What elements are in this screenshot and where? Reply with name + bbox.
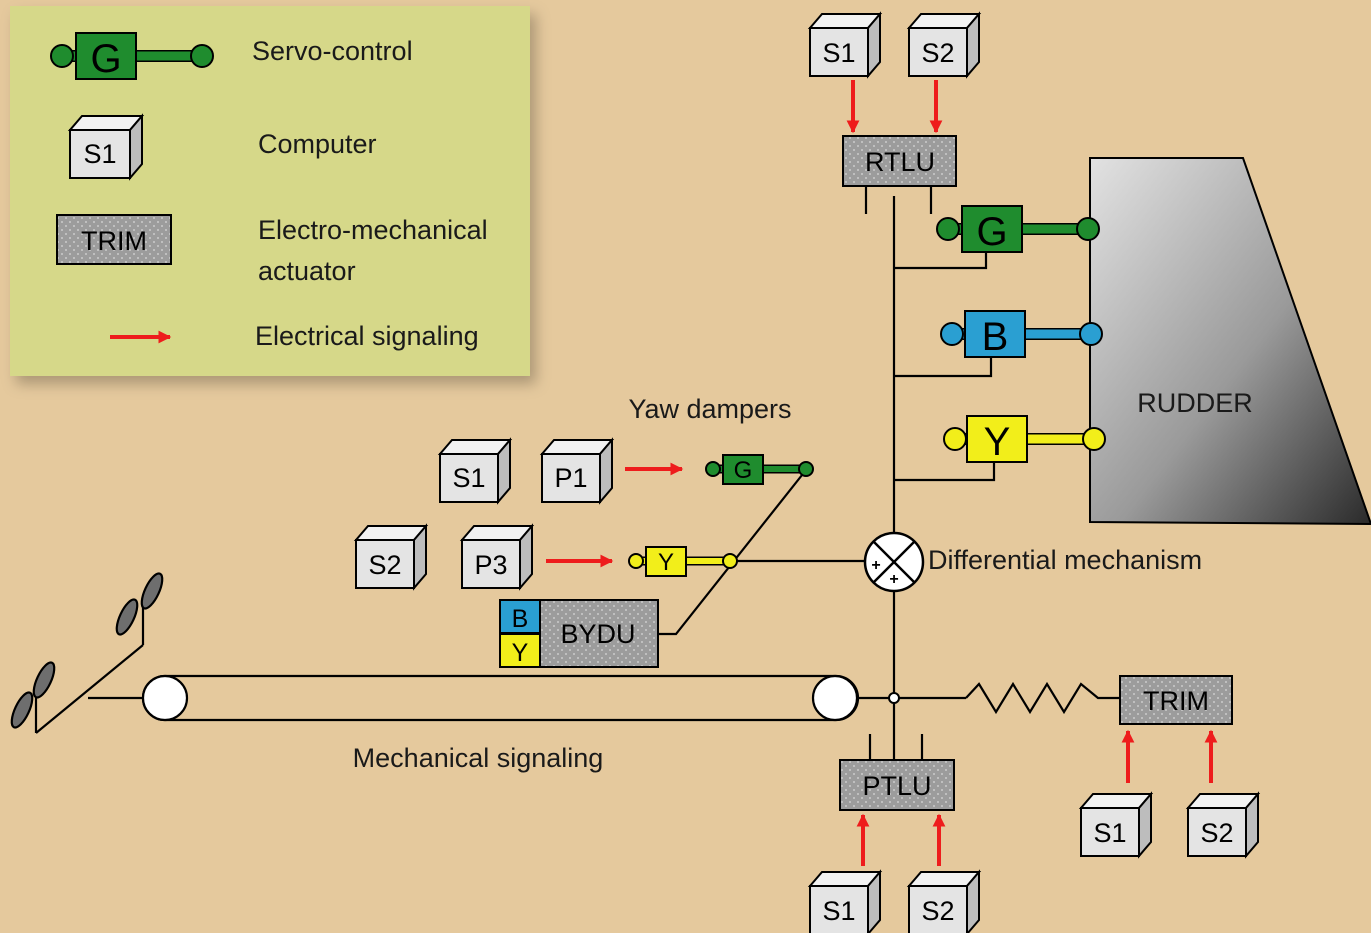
yaw-dampers-title: Yaw dampers (628, 394, 791, 424)
trim-label: TRIM (1143, 686, 1209, 716)
computer-trim-s2-label: S2 (1200, 818, 1233, 848)
linkages (658, 186, 1120, 760)
computer-yaw-s1-label: S1 (452, 463, 485, 493)
legend: G Servo-control S1 Computer TRIM Electro… (10, 6, 530, 376)
bydu-blue-tag (499, 599, 541, 634)
computer-trim-s1: S1 (1078, 791, 1154, 859)
trim-unit: TRIM (1119, 675, 1233, 725)
legend-signal-label: Electrical signaling (255, 321, 479, 351)
legend-ema-icon: TRIM (56, 214, 172, 265)
computer-yaw-s2: S2 (353, 523, 429, 591)
servo-yellow-letter: Y (984, 420, 1011, 464)
legend-ema-letter: TRIM (81, 226, 147, 256)
bydu-unit: BYDU B Y (499, 599, 659, 668)
servo-green-letter: G (976, 210, 1007, 254)
legend-ema-label-line2: actuator (258, 256, 356, 286)
mechanical-label: Mechanical signaling (353, 743, 604, 773)
computer-ptlu-s1-label: S1 (822, 896, 855, 926)
servo-yellow: Y (943, 415, 1106, 464)
computer-trim-s2: S2 (1185, 791, 1261, 859)
yellow-servo-link (894, 461, 996, 482)
svg-text:+: + (889, 571, 898, 588)
green-servo-link (894, 251, 988, 270)
computer-rtlu-s2: S2 (906, 11, 982, 79)
legend-computer-label: Computer (258, 129, 377, 159)
legend-computer-icon: S1 (67, 113, 145, 181)
computer-rtlu-s1: S1 (807, 11, 883, 79)
computer-rtlu-s1-label: S1 (822, 38, 855, 68)
computer-yaw-p3-label: P3 (474, 550, 507, 580)
cable-loop (141, 674, 860, 722)
ptlu-unit: PTLU (839, 759, 955, 811)
legend-servo-icon: G (50, 32, 214, 81)
rudder-label: RUDDER (1137, 388, 1253, 418)
legend-computer-letter: S1 (83, 139, 116, 169)
linkage-pivot (888, 692, 900, 704)
computer-ptlu-s2-label: S2 (921, 896, 954, 926)
servo-blue: B (940, 310, 1103, 359)
rudder-surface (1089, 157, 1371, 526)
differential-label: Differential mechanism (928, 545, 1202, 575)
blue-servo-link (894, 356, 993, 378)
differential-mechanism-icon: + + (863, 531, 925, 593)
legend-ema-label-line1: Electro-mechanical (258, 215, 488, 245)
trim-spring (965, 681, 1120, 715)
computer-trim-s1-label: S1 (1093, 818, 1126, 848)
bydu-blue-letter: B (512, 605, 529, 633)
computer-ptlu-s1: S1 (807, 869, 883, 933)
yaw-damper-green-letter: G (734, 457, 753, 484)
servo-blue-letter: B (982, 315, 1009, 359)
bydu-yellow-letter: Y (512, 639, 529, 667)
yaw-damper-yellow: Y (628, 546, 738, 577)
computer-yaw-p1: P1 (539, 437, 615, 505)
bydu-yellow-tag (499, 633, 541, 668)
computer-ptlu-s2: S2 (906, 869, 982, 933)
servo-green: G (936, 205, 1100, 254)
yaw-damper-green: G (705, 454, 814, 485)
cable-pulley-left (141, 674, 189, 722)
legend-servo-letter: G (90, 37, 121, 81)
svg-text:+: + (871, 557, 880, 574)
legend-servo-label: Servo-control (252, 36, 413, 66)
yaw-damper-yellow-letter: Y (658, 549, 674, 576)
rtlu-unit: RTLU (842, 135, 957, 187)
bydu-link (658, 469, 807, 636)
computer-yaw-p1-label: P1 (554, 463, 587, 493)
bydu-label: BYDU (560, 619, 635, 649)
computer-rtlu-s2-label: S2 (921, 38, 954, 68)
computer-yaw-p3: P3 (459, 523, 535, 591)
pedals-icon (10, 572, 164, 734)
ptlu-label: PTLU (862, 771, 931, 801)
cable-pulley-right (811, 674, 859, 722)
rtlu-label: RTLU (865, 147, 935, 177)
computer-yaw-s2-label: S2 (368, 550, 401, 580)
computer-yaw-s1: S1 (437, 437, 513, 505)
